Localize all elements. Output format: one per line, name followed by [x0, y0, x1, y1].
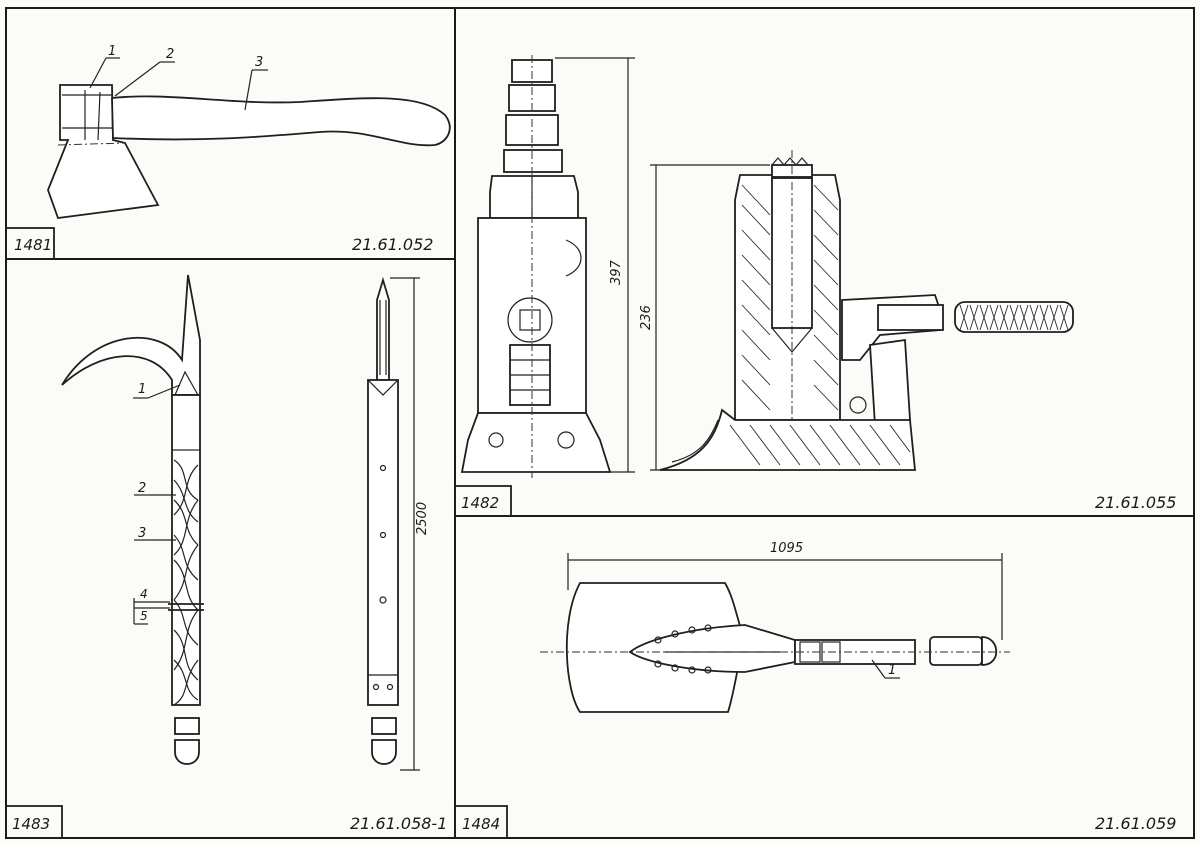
panel-number-box: [454, 805, 508, 839]
wrapped-pole: [168, 394, 204, 765]
callout-2: 2: [166, 47, 174, 62]
jack-section-view: [659, 150, 1074, 471]
callout-1: 1: [138, 382, 146, 397]
callout-1: 1: [888, 663, 896, 678]
hook-callouts: 1 2 3 4 5: [133, 382, 181, 625]
dimension-397: 397: [555, 57, 635, 473]
drawing-code: 21.61.052: [352, 235, 433, 254]
sheet-border: [5, 7, 1195, 839]
drawing-code: 21.61.055: [1095, 493, 1176, 512]
callout-5: 5: [140, 609, 148, 623]
drawing-code: 21.61.058-1: [350, 814, 447, 833]
panel-number-box: [5, 805, 63, 839]
panel-number: 1482: [461, 494, 499, 512]
panel-number: 1483: [12, 815, 50, 833]
panel-1483: 1483 21.61.058-1 1 2 3: [5, 274, 447, 839]
panel-number: 1481: [14, 236, 52, 254]
callout-1: 1: [108, 44, 116, 59]
dimension-2500: 2500: [390, 277, 430, 771]
pike-pole: [367, 276, 399, 765]
dimension-1095: 1095: [567, 541, 1003, 640]
callout-3: 3: [255, 55, 263, 70]
panel-number-box: [5, 227, 55, 260]
axe-callouts: 1 2 3: [89, 44, 268, 111]
axe-head: [47, 84, 160, 219]
drawing-code: 21.61.059: [1095, 814, 1176, 833]
panel-number: 1484: [462, 815, 500, 833]
callout-4: 4: [140, 587, 148, 601]
shovel: 1: [540, 582, 1010, 713]
hook-head: [61, 274, 201, 396]
panel-number-box: [454, 485, 512, 517]
jack-front-view: [460, 55, 612, 478]
dimension-label: 2500: [415, 502, 430, 535]
panel-1481: 1481 21.61.052 1 2 3: [5, 44, 451, 260]
dimension-label: 397: [609, 259, 624, 285]
dimension-label: 236: [639, 305, 654, 330]
callout-2: 2: [138, 481, 146, 496]
callout-3: 3: [138, 526, 146, 541]
dimension-label: 1095: [770, 541, 803, 556]
panel-1482: 1482 21.61.055 397: [454, 55, 1176, 517]
panel-1484: 1484 21.61.059 1095: [454, 541, 1176, 839]
axe-handle: [111, 95, 451, 147]
